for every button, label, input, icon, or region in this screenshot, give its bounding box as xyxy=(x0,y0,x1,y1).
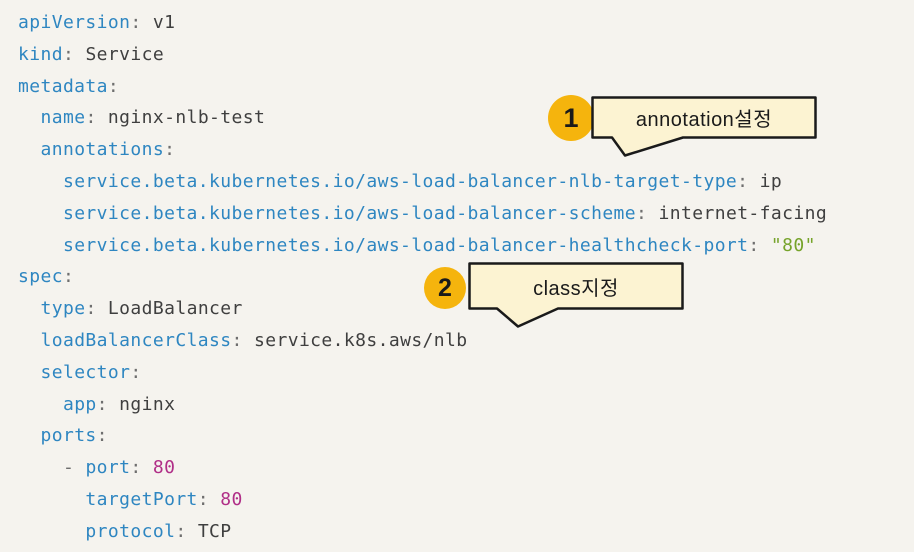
code-line: targetPort: 80 xyxy=(85,488,243,510)
code-line: spec: xyxy=(18,266,75,288)
code-line: selector: xyxy=(40,361,142,383)
code-line: annotations: xyxy=(40,139,176,161)
code-line: protocol: TCP xyxy=(85,520,232,542)
code-line: service.beta.kubernetes.io/aws-load-bala… xyxy=(62,202,828,224)
code-line: kind: Service xyxy=(18,43,165,65)
code-line: service.beta.kubernetes.io/aws-load-bala… xyxy=(62,234,816,256)
callout-1-speech-bubble xyxy=(591,96,817,157)
callout-1-label: annotation설정 xyxy=(635,109,773,131)
code-line: - port: 80 xyxy=(62,457,176,479)
code-line: metadata: xyxy=(18,75,120,97)
code-line: app: nginx xyxy=(62,393,176,415)
code-line: type: LoadBalancer xyxy=(40,298,243,320)
callout-2-speech-bubble xyxy=(468,262,684,328)
code-line: name: nginx-nlb-test xyxy=(40,107,266,129)
code-line: loadBalancerClass: service.k8s.aws/nlb xyxy=(40,329,468,351)
callout-2-number: 2 xyxy=(438,273,452,302)
code-line: apiVersion: v1 xyxy=(18,12,176,33)
code-line: service.beta.kubernetes.io/aws-load-bala… xyxy=(62,170,783,192)
code-line: ports: xyxy=(40,425,108,447)
callout-1-number-badge: 1 xyxy=(548,95,594,141)
yaml-code-block: apiVersion: v1 kind: Service metadata: nam… xyxy=(18,7,827,548)
callout-2-number-badge: 2 xyxy=(424,267,466,309)
callout-1-number: 1 xyxy=(563,102,579,133)
callout-2-label: class지정 xyxy=(533,277,619,300)
